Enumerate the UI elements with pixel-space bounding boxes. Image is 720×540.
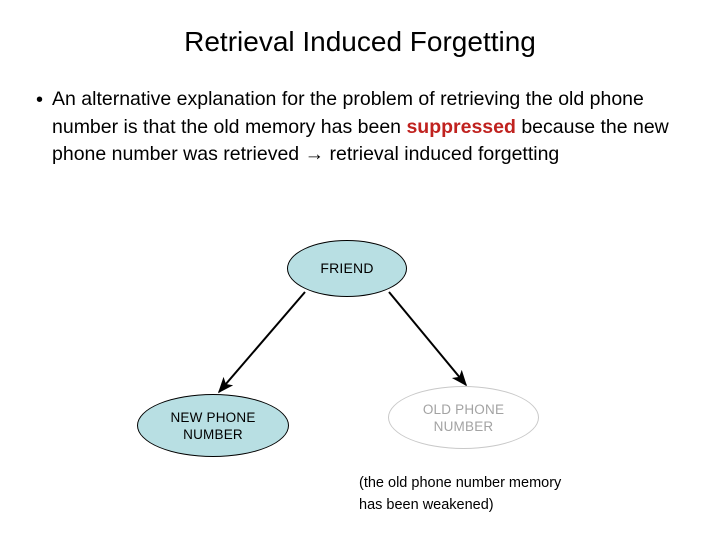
bullet-text-part3: retrieval induced forgetting xyxy=(324,143,560,165)
node-friend-label: FRIEND xyxy=(320,260,374,276)
right-arrow-icon: → xyxy=(304,143,325,165)
node-old-phone-number-label-line1: OLD PHONE xyxy=(422,401,505,417)
node-new-phone-number-label-line2: NUMBER xyxy=(183,426,243,442)
diagram-caption-line2: has been weakened) xyxy=(359,497,494,513)
bullet-highlight-suppressed: suppressed xyxy=(406,115,516,138)
node-old-phone-number-label-line2: NUMBER xyxy=(433,418,494,434)
node-friend[interactable]: FRIEND xyxy=(287,240,407,297)
bullet-marker-icon: • xyxy=(36,89,44,111)
page-title: Retrieval Induced Forgetting xyxy=(184,26,536,57)
diagram-caption: (the old phone number memory has been we… xyxy=(359,472,659,516)
bullet-text: An alternative explanation for the probl… xyxy=(52,86,690,169)
edge-friend-to-new-phone-number xyxy=(217,291,306,394)
node-new-phone-number-label-line1: NEW PHONE xyxy=(170,409,256,425)
bullet-text-part2: because the new phone number was retriev… xyxy=(52,115,669,166)
list-item: • An alternative explanation for the pro… xyxy=(30,86,690,169)
bullet-text-part1: An alternative explanation for the probl… xyxy=(52,88,644,138)
bullet-list: • An alternative explanation for the pro… xyxy=(30,86,690,169)
edge-friend-to-old-phone-number xyxy=(388,291,468,387)
diagram-caption-line1: (the old phone number memory xyxy=(359,475,562,491)
